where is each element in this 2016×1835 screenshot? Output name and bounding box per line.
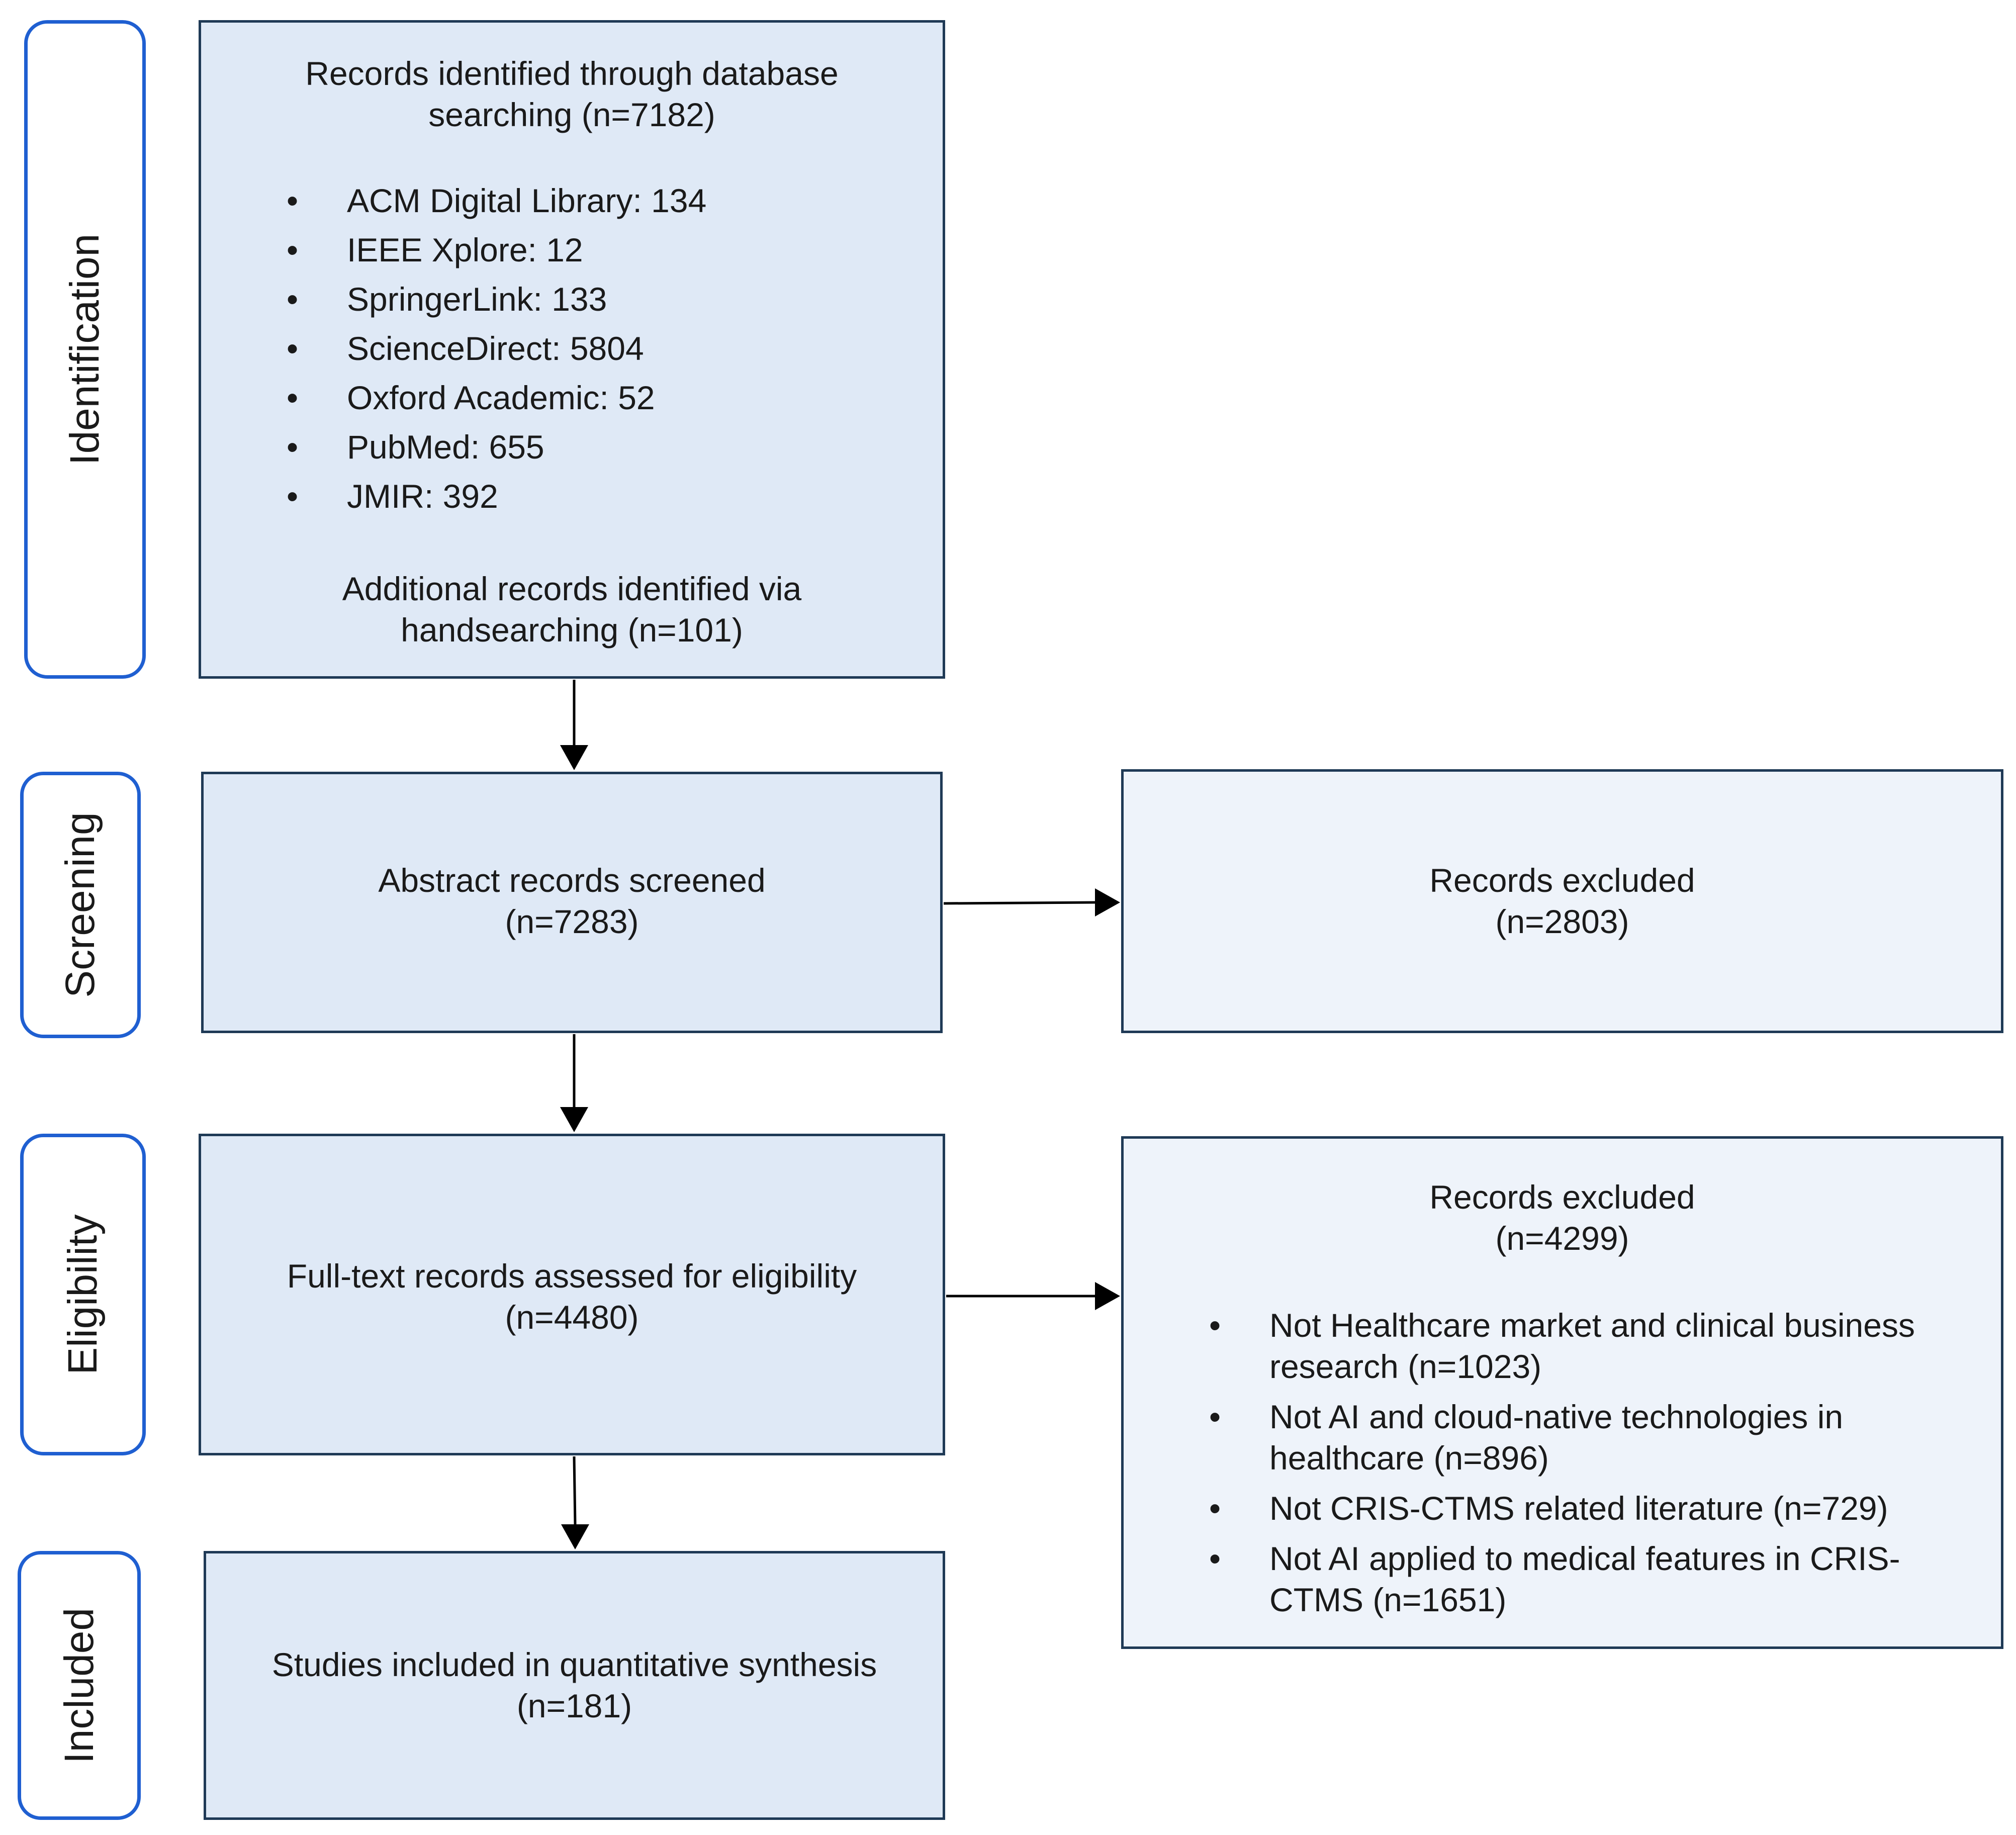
arrowhead-right-2 <box>1095 1282 1120 1310</box>
screening-box: Abstract records screened (n=7283) <box>201 772 943 1033</box>
stage-included: Included <box>18 1551 141 1820</box>
source-sciencedirect: ScienceDirect: 5804 <box>287 324 706 373</box>
exclusion-reason: Not AI applied to medical features in CR… <box>1209 1538 1948 1620</box>
screening-excluded-text: Records excluded (n=2803) <box>1124 860 2001 942</box>
exclusion-reasons-list: Not Healthcare market and clinical busin… <box>1209 1305 1948 1629</box>
identification-heading: Records identified through database sear… <box>201 53 943 135</box>
included-text: Studies included in quantitative synthes… <box>206 1644 943 1726</box>
included-box: Studies included in quantitative synthes… <box>204 1551 945 1820</box>
arrowhead-down-3 <box>561 1524 589 1549</box>
arrowhead-down-1 <box>560 745 588 770</box>
eligibility-excluded-box: Records excluded (n=4299) Not Healthcare… <box>1121 1136 2003 1649</box>
eligibility-excluded-label: Records excluded <box>1429 1178 1695 1216</box>
database-source-list: ACM Digital Library: 134 IEEE Xplore: 12… <box>287 176 706 521</box>
eligibility-excluded-heading: Records excluded (n=4299) <box>1124 1176 2001 1259</box>
arrowhead-right-1 <box>1095 888 1120 916</box>
identification-heading-line1: Records identified through database <box>305 55 839 92</box>
stage-screening: Screening <box>20 772 141 1038</box>
stage-identification: Identification <box>24 20 146 679</box>
eligibility-label: Full-text records assessed for eligibili… <box>287 1257 857 1295</box>
screening-excluded-label: Records excluded <box>1429 862 1695 899</box>
source-pubmed: PubMed: 655 <box>287 422 706 472</box>
source-oxford-academic: Oxford Academic: 52 <box>287 373 706 422</box>
source-acm: ACM Digital Library: 134 <box>287 176 706 225</box>
stage-eligibility: Eligibility <box>20 1134 146 1455</box>
exclusion-reason: Not Healthcare market and clinical busin… <box>1209 1305 1948 1387</box>
screening-excluded-count: (n=2803) <box>1495 903 1629 940</box>
arrow-eligibility-to-included <box>573 1456 577 1525</box>
included-label: Studies included in quantitative synthes… <box>271 1646 877 1683</box>
eligibility-text: Full-text records assessed for eligibili… <box>201 1255 943 1338</box>
arrowhead-down-2 <box>560 1107 588 1132</box>
screening-excluded-box: Records excluded (n=2803) <box>1121 769 2003 1033</box>
exclusion-reason: Not CRIS-CTMS related literature (n=729) <box>1209 1488 1948 1529</box>
source-springerlink: SpringerLink: 133 <box>287 274 706 324</box>
screening-text: Abstract records screened (n=7283) <box>204 860 940 942</box>
source-jmir: JMIR: 392 <box>287 472 706 521</box>
additional-records-line1: Additional records identified via <box>342 570 802 607</box>
identification-box: Records identified through database sear… <box>199 20 945 679</box>
screening-count: (n=7283) <box>505 903 639 940</box>
arrow-screening-to-excluded <box>943 901 1095 905</box>
additional-records-line2: handsearching (n=101) <box>401 611 743 649</box>
eligibility-excluded-count: (n=4299) <box>1495 1220 1629 1257</box>
eligibility-box: Full-text records assessed for eligibili… <box>199 1134 945 1455</box>
exclusion-reason: Not AI and cloud-native technologies in … <box>1209 1396 1948 1479</box>
source-ieee: IEEE Xplore: 12 <box>287 225 706 274</box>
identification-heading-line2: searching (n=7182) <box>428 96 715 133</box>
screening-label: Abstract records screened <box>378 862 766 899</box>
eligibility-count: (n=4480) <box>505 1299 639 1336</box>
included-count: (n=181) <box>516 1687 632 1724</box>
additional-records: Additional records identified via handse… <box>201 568 943 651</box>
